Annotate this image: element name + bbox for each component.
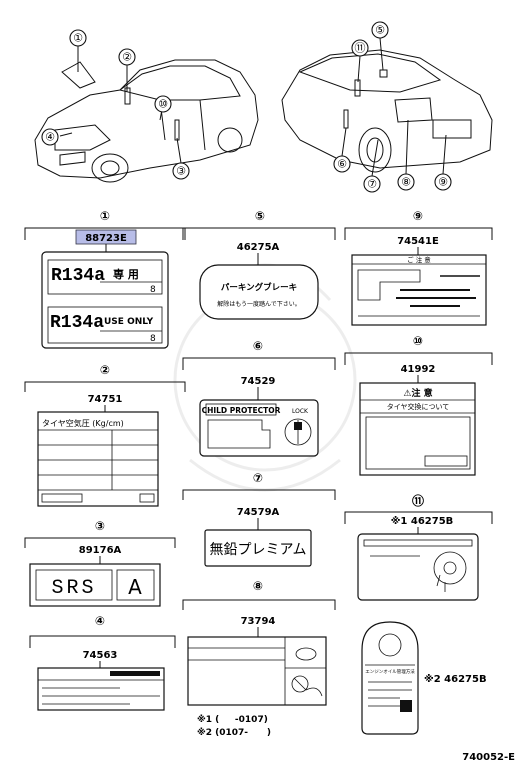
svg-text:パーキングブレーキ: パーキングブレーキ [221, 282, 297, 293]
section-4-label: ④ 74563 [29, 614, 176, 711]
svg-text:⑧: ⑧ [253, 579, 263, 593]
svg-text:※2 (0107- ): ※2 (0107- ) [197, 727, 271, 738]
callout-7: ⑦ [367, 178, 377, 191]
part-number-74541E[interactable]: 74541E [397, 236, 439, 247]
part-number-41992[interactable]: 41992 [401, 364, 436, 375]
section-2-label-tire-pressure: ② 74751 タイヤ空気圧 (Kg/cm) [24, 363, 186, 507]
svg-text:タイヤ交換について: タイヤ交換について [387, 402, 450, 411]
svg-text:⑥: ⑥ [253, 339, 263, 353]
section-10-label-tire-change: ⑩ 41992 ⚠注 意 タイヤ交換について [344, 334, 493, 476]
car1-callouts: ① ② ④ ③ ⑩ [41, 29, 190, 180]
svg-text:R134a: R134a [50, 313, 104, 333]
section-5-label-parking-brake: ⑤ 46275A パーキングブレーキ 解除はもう一度踏んで下さい。 [182, 209, 336, 320]
svg-text:①: ① [100, 209, 110, 223]
part-number-74563[interactable]: 74563 [83, 650, 118, 661]
section-9-label-caution: ⑨ 74541E ご 注 意 [344, 209, 493, 326]
svg-text:⑦: ⑦ [253, 471, 263, 485]
callout-8: ⑧ [401, 176, 411, 189]
section-8-label: ⑧ 73794 ※1 ( -0107) ※2 (0107- ) [182, 579, 336, 738]
section-11-label-engine-oil: ⑪ ※1 46275B エンジンオイル管理方法 ※2 46275B [344, 493, 493, 735]
section-6-label-child-protector: ⑥ 74529 CHILD PROTECTOR LOCK [182, 339, 336, 457]
callout-9: ⑨ [438, 176, 448, 189]
svg-text:⑩: ⑩ [413, 334, 423, 348]
svg-text:無鉛プレミアム: 無鉛プレミアム [209, 542, 306, 558]
callout-10: ⑩ [158, 98, 168, 111]
section-7-label-unleaded-premium: ⑦ 74579A 無鉛プレミアム [182, 471, 336, 567]
part-number-74529[interactable]: 74529 [241, 376, 276, 387]
svg-text:CHILD PROTECTOR: CHILD PROTECTOR [202, 406, 281, 415]
part-number-46275B-2[interactable]: ※2 46275B [424, 673, 487, 685]
svg-text:解除はもう一度踏んで下さい。: 解除はもう一度踏んで下さい。 [217, 300, 301, 308]
section-1-label-r134a: ① 88723E R134a 専 用 8 R134a USE ONLY 8 [24, 209, 186, 349]
svg-text:③: ③ [95, 519, 105, 533]
svg-text:⑨: ⑨ [413, 209, 423, 223]
callout-2: ② [122, 51, 132, 64]
callout-4: ④ [45, 131, 55, 144]
callout-5: ⑤ [375, 24, 385, 37]
car-rear-view [281, 49, 493, 173]
part-number-88723E[interactable]: 88723E [85, 233, 127, 244]
svg-text:⑪: ⑪ [412, 493, 424, 508]
part-number-89176A[interactable]: 89176A [79, 545, 122, 556]
svg-text:⚠注 意: ⚠注 意 [403, 387, 432, 399]
section-3-label-srs: ③ 89176A SRS A [24, 519, 176, 607]
svg-text:A: A [128, 575, 142, 599]
svg-text:専 用: 専 用 [113, 267, 139, 281]
part-number-46275B-1[interactable]: ※1 46275B [391, 515, 454, 527]
part-number-73794[interactable]: 73794 [241, 616, 276, 627]
svg-text:ご 注 意: ご 注 意 [407, 255, 431, 264]
car-front-view [34, 59, 259, 183]
svg-text:8: 8 [150, 285, 156, 295]
svg-text:LOCK: LOCK [292, 408, 309, 415]
svg-text:8: 8 [150, 334, 156, 344]
callout-3: ③ [176, 165, 186, 178]
svg-text:エンジンオイル管理方法: エンジンオイル管理方法 [365, 668, 415, 675]
svg-text:タイヤ空気圧 (Kg/cm): タイヤ空気圧 (Kg/cm) [42, 418, 124, 428]
callout-11: ⑪ [355, 42, 366, 55]
svg-text:R134a: R134a [51, 266, 105, 286]
svg-text:USE ONLY: USE ONLY [104, 317, 154, 327]
part-number-46275A[interactable]: 46275A [237, 242, 280, 253]
car2-leaders [341, 37, 447, 177]
car2-callouts: ⑪ ⑤ ⑥ ⑦ ⑧ ⑨ [333, 21, 452, 193]
diagram-code: 740052-E [462, 752, 515, 763]
svg-text:④: ④ [95, 614, 105, 628]
svg-text:②: ② [100, 363, 110, 377]
part-number-74579A[interactable]: 74579A [237, 507, 280, 518]
callout-1: ① [73, 32, 83, 45]
svg-text:⑤: ⑤ [255, 209, 265, 223]
part-number-74751[interactable]: 74751 [88, 394, 123, 405]
svg-text:SRS: SRS [51, 577, 96, 600]
callout-6: ⑥ [337, 158, 347, 171]
svg-text:※1 ( -0107): ※1 ( -0107) [197, 714, 268, 725]
